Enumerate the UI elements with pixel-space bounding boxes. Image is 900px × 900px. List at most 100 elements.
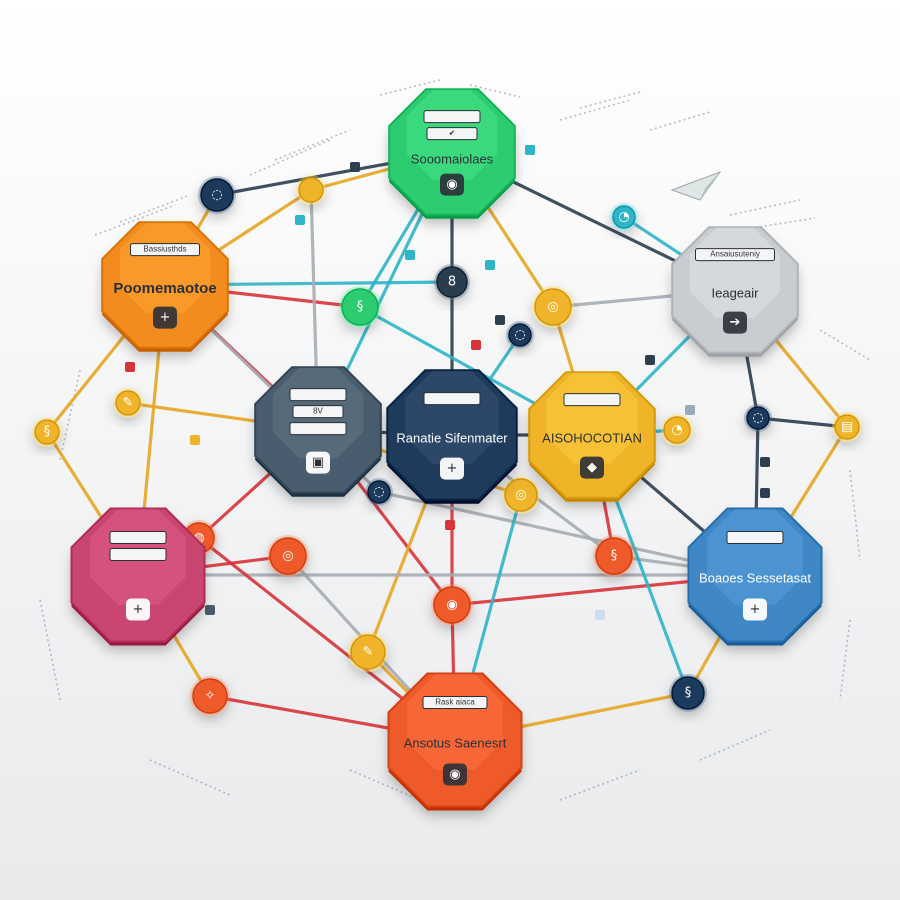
node-label: Ieageair [712,285,760,300]
line-chip [405,250,415,260]
connector-glyph-icon: ◎ [515,488,526,503]
line-chip [760,457,770,467]
node-center[interactable]: Ranatie Sifenmater + [386,369,518,504]
connector-dot [296,175,326,205]
node-tag [423,392,481,406]
node-tag [695,248,775,262]
connector-dot: ◔ [610,203,638,231]
decor-dash [274,129,351,161]
node-tag [423,110,481,124]
connector-dot: ◎ [267,535,309,577]
connector-dot: ◌ [506,321,534,349]
node-icon-glyph: ➔ [730,315,741,330]
node-tag [130,243,200,257]
decor-dash [469,84,521,98]
node-tag-text: 8V [313,407,323,416]
connector-glyph-icon: ◎ [547,300,558,315]
connector-dot: 8 [434,264,470,300]
node-icon-glyph: + [133,602,144,617]
connector-glyph-icon: ◉ [446,598,457,613]
node-tag [289,422,347,436]
node-top[interactable]: ✔ Sooomaiolaes ◉ [388,88,516,219]
decor-dash [839,619,851,701]
connector-glyph-icon: § [357,300,364,315]
circle-icon[interactable]: ◉ [443,763,467,786]
line-chip [471,340,481,350]
connector-dot: § [32,417,62,447]
connector-glyph-icon: ◌ [514,328,525,343]
node-tag [292,405,344,419]
node-icon-glyph: ◉ [449,767,460,782]
connector-dot: § [669,674,707,712]
node-icon-glyph: + [750,602,761,617]
line-chip [595,610,605,620]
connector-dot: ◌ [744,404,772,432]
node-gold[interactable]: AISOHOCOTIAN ◆ [528,371,656,502]
decor-dash [559,99,631,121]
line-chip [525,145,535,155]
decor-dash [39,599,61,701]
connector-glyph-icon: ◌ [211,188,222,203]
line-chip [495,315,505,325]
node-icon-glyph: + [447,461,458,476]
node-magenta[interactable]: + [70,507,206,646]
connector-dot: ◎ [502,476,540,514]
decor-dash [729,199,801,216]
connector-glyph-icon: ◔ [671,423,682,438]
decor-dash [649,111,711,131]
connector-glyph-icon: 8 [448,275,456,290]
arrow-right-icon[interactable]: ➔ [723,311,747,334]
plus-icon[interactable]: + [440,457,464,480]
node-icon-glyph: ▣ [312,455,324,470]
connector-glyph-icon: ◌ [752,411,763,426]
node-label: Sooomaiolaes [411,151,494,166]
line-chip [125,362,135,372]
node-tag-text: Rask aiaca [435,698,475,707]
node-tag-text: Ansaiusuteniy [710,250,760,259]
decorative-dashes [39,79,871,801]
connector-dot: § [339,286,381,328]
connector-glyph-icon: ◌ [373,485,384,500]
node-label: AISOHOCOTIAN [542,430,642,445]
line-chip [485,260,495,270]
node-tag-text: ✔ [449,129,456,138]
connector-dot: ✎ [113,388,143,418]
connector-dots: ◌§8◎◌◔§✎◌▤◌◎◍◎§◉✎✧§◔ [32,175,862,716]
plus-icon[interactable]: + [126,598,150,621]
connector-glyph-icon: § [685,686,692,701]
connector-dot: ◌ [198,176,236,214]
decor-dash [59,369,81,461]
node-tag [563,393,621,407]
node-tag [726,531,784,545]
connector-dot: ✎ [348,632,388,672]
line-chip [295,215,305,225]
node-slate[interactable]: 8V ▣ [254,366,382,497]
connector-dot: ▤ [832,412,862,442]
radio-icon[interactable]: ◉ [440,173,464,196]
connector-glyph-icon: ◎ [282,549,293,564]
connector-dot: ✧ [190,676,230,716]
node-tag [109,531,167,545]
line-chip [685,405,695,415]
decor-dash [94,204,176,236]
plus-icon[interactable]: + [743,598,767,621]
paper-plane-icon [670,170,722,201]
node-tag [422,696,488,710]
plus-icon[interactable]: + [153,306,177,329]
diamond-icon[interactable]: ◆ [580,456,604,479]
tablet-icon[interactable]: ▣ [306,451,330,474]
node-blue[interactable]: Boaoes Sessetasat + [687,507,823,646]
node-label: Boaoes Sessetasat [699,570,811,585]
line-chip [350,162,360,172]
connector-glyph-icon: ✎ [123,396,134,411]
connector-dot: ◎ [532,286,574,328]
node-tag [109,548,167,562]
node-label: Ranatie Sifenmater [396,430,508,445]
connector-glyph-icon: § [611,549,618,564]
line-chip [445,520,455,530]
line-chip [760,488,770,498]
